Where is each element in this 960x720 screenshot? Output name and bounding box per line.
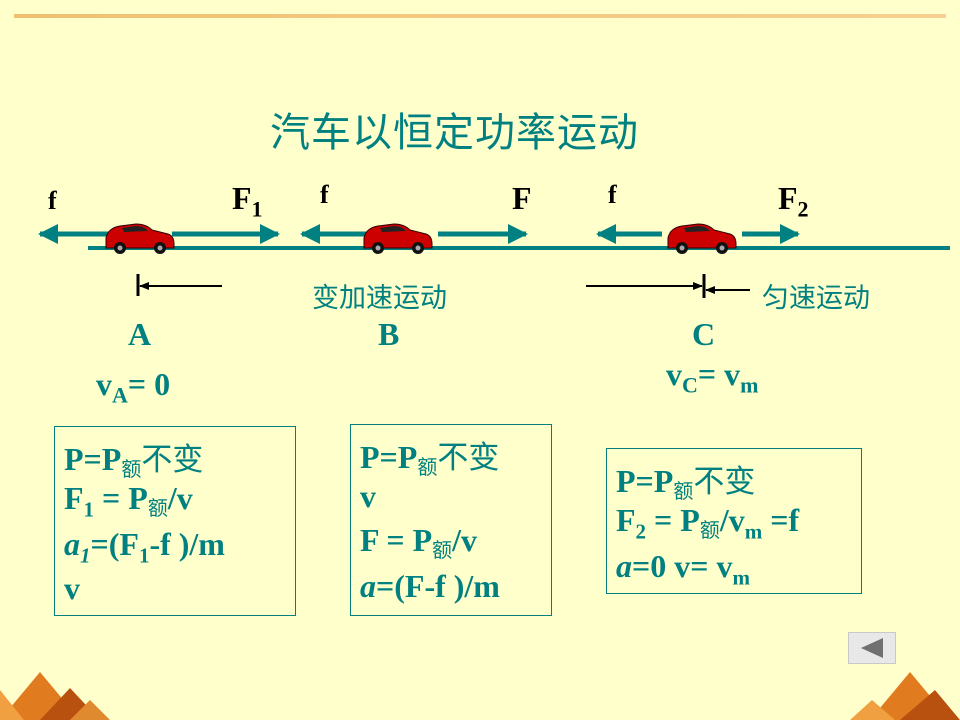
box1-l1a: P=P [64, 441, 122, 477]
box1-l3sub2: 1 [138, 543, 150, 568]
box3-l2c: /v [719, 502, 745, 538]
box2-l3sub: 额 [432, 538, 453, 562]
traction-label-1-sub: 1 [251, 196, 263, 222]
box1-l2sub2: 额 [147, 496, 168, 520]
box2-l4b: =(F-f )/m [376, 568, 500, 604]
box3-l3a: a [616, 548, 632, 584]
velocity-C-symbol: v [666, 356, 682, 392]
box2-l3b: /v [452, 522, 478, 558]
box1-l3c: -f )/m [149, 526, 225, 562]
traction-label-1-base: F [232, 180, 252, 216]
velocity-A-symbol: v [96, 366, 112, 402]
traction-label-3-base: F [778, 180, 798, 216]
velocity-A: vA= 0 [96, 366, 170, 408]
velocity-C-eq: = v [697, 356, 741, 392]
box1-l2c: /v [167, 480, 193, 516]
box2-l1sub: 额 [417, 455, 438, 479]
box1-l1sub: 额 [121, 457, 142, 481]
uniform-motion-label: 匀速运动 [762, 283, 870, 314]
velocity-A-value: = 0 [127, 366, 171, 402]
box1-l2a: F [64, 480, 84, 516]
box3-l2a: F [616, 502, 636, 538]
triangle-left-icon [861, 638, 883, 658]
traction-label-3: F2 [778, 180, 809, 222]
formula-box-C [606, 448, 862, 594]
friction-label-3: f [608, 180, 617, 209]
box3-line1: P=P额不变 [616, 456, 755, 504]
box3-l2d: =f [762, 502, 800, 538]
box3-l2sub2: 额 [699, 518, 720, 542]
box2-line3: F = P额/v [360, 522, 477, 563]
velocity-C-sub2: m [740, 372, 759, 398]
traction-label-2: F [512, 180, 532, 216]
box2-line4: a=(F-f )/m [360, 568, 500, 605]
point-B-label: B [378, 316, 400, 352]
back-button[interactable] [848, 632, 896, 664]
box1-line4: v [64, 570, 80, 606]
top-decorative-line [14, 14, 946, 18]
box3-l1sub: 额 [673, 479, 694, 503]
box1-line1: P=P额不变 [64, 434, 203, 482]
friction-label-2: f [320, 180, 329, 209]
box2-l4a: a [360, 568, 376, 604]
box2-line1: P=P额不变 [360, 432, 499, 480]
decoration-bottom-right [850, 672, 960, 720]
point-C-label: C [692, 316, 716, 352]
traction-label-3-sub: 2 [797, 196, 809, 222]
traction-label-1: F1 [232, 180, 263, 222]
box3-l1b: 不变 [693, 464, 756, 500]
box3-l2sub1: 2 [635, 519, 647, 544]
box2-l1b: 不变 [437, 440, 500, 476]
box1-line2: F1 = P额/v [64, 480, 193, 522]
box3-l3b: =0 v= v [632, 548, 733, 584]
box3-l2b: = P [646, 502, 700, 538]
box1-line3: a1=(F1-f )/m [64, 526, 225, 568]
accelerating-motion-label: 变加速运动 [312, 283, 447, 314]
box3-l3sub: m [732, 565, 750, 590]
box1-l3b: =(F [90, 526, 139, 562]
box2-l3a: F = P [360, 522, 433, 558]
box3-line2: F2 = P额/vm =f [616, 502, 799, 544]
formula-box-A [54, 426, 296, 616]
formula-box-B [350, 424, 552, 616]
box1-l3sub1: 1 [80, 543, 91, 568]
box1-l2b: = P [94, 480, 148, 516]
point-A-label: A [128, 316, 152, 352]
box2-l1a: P=P [360, 439, 418, 475]
velocity-C-sub: C [682, 372, 698, 398]
box1-l2sub1: 1 [83, 497, 95, 522]
box1-l3a: a [64, 526, 80, 562]
velocity-A-sub: A [112, 382, 128, 408]
page-title: 汽车以恒定功率运动 [270, 110, 639, 156]
box3-l2sub3: m [744, 519, 763, 544]
box3-line3: a=0 v= vm [616, 548, 750, 590]
box3-l1a: P=P [616, 463, 674, 499]
friction-label-1: f [48, 186, 57, 215]
velocity-C: vC= vm [666, 356, 758, 398]
box1-l1b: 不变 [141, 442, 204, 478]
decoration-bottom-left [0, 672, 110, 720]
box2-line2: v [360, 478, 376, 514]
